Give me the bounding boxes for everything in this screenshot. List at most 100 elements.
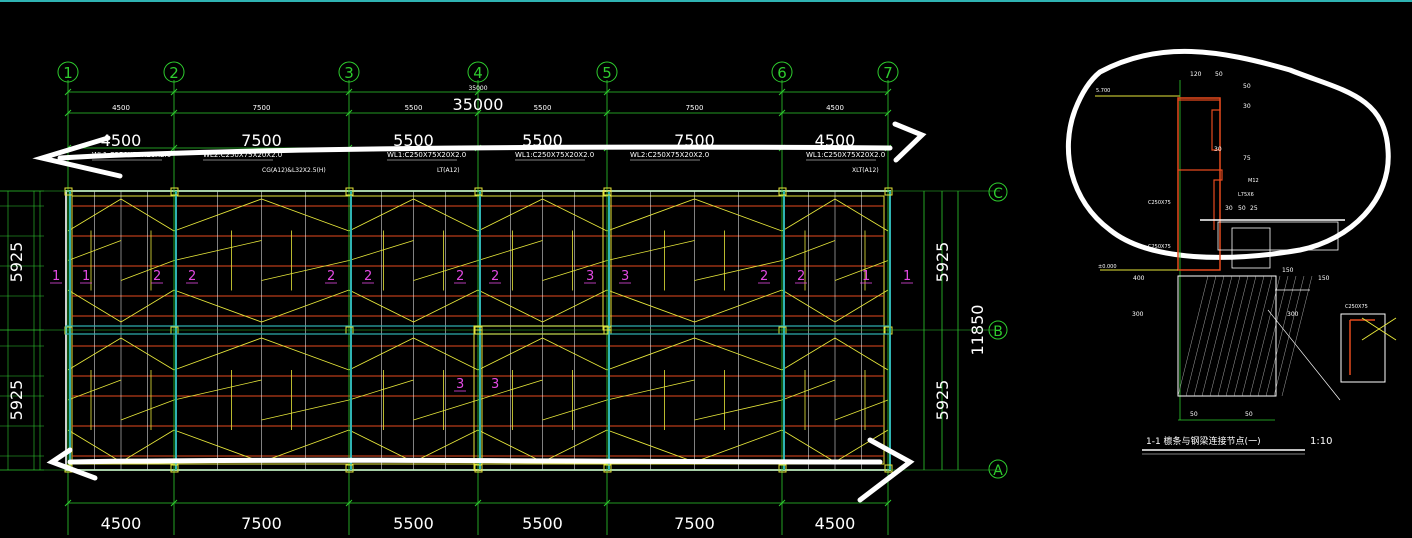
left-dim-lower: 5925 xyxy=(7,380,26,421)
brace-label-xlt: XLT(A12) xyxy=(852,167,879,174)
column-node xyxy=(884,187,893,196)
detail-dim: 50 xyxy=(1238,205,1246,212)
dim-tick xyxy=(778,499,786,507)
truss-web xyxy=(67,240,122,261)
dim-tick xyxy=(170,499,178,507)
truss-chord xyxy=(477,198,608,232)
truss-mark: 2 xyxy=(760,269,768,284)
dim-tick xyxy=(603,499,611,507)
detail-label: ±0.000 xyxy=(1098,264,1117,270)
dim-tick xyxy=(474,109,482,117)
member-label: WL1:C250X75X20X2.0 xyxy=(806,151,885,159)
axis-bubble-5 xyxy=(596,61,618,83)
span-bottom: 4500 xyxy=(101,514,142,533)
detail-dim: 120 xyxy=(1190,71,1202,78)
column-node xyxy=(778,187,787,196)
truss-web xyxy=(477,240,543,261)
truss-chord xyxy=(606,198,783,232)
span-bottom: 5500 xyxy=(522,514,563,533)
span-top: 5500 xyxy=(393,131,434,150)
truss-chord xyxy=(348,337,479,371)
column-node xyxy=(884,464,893,473)
annotation-arrows xyxy=(32,121,927,503)
truss-chord xyxy=(606,337,783,371)
top-border-line xyxy=(0,0,1412,2)
truss-web xyxy=(120,260,175,281)
truss-chord xyxy=(67,337,175,371)
axis-label-5: 5 xyxy=(602,64,612,82)
axis-label-c: C xyxy=(993,186,1003,202)
detail-dim: 75 xyxy=(1243,155,1251,162)
span-small: 5500 xyxy=(405,104,423,112)
annotation-circle xyxy=(1066,48,1391,260)
column-node xyxy=(603,464,612,473)
axis-label-6: 6 xyxy=(777,64,787,82)
detail-dim: 30 xyxy=(1214,146,1222,153)
brace-label-lt: LT(A12) xyxy=(437,167,460,174)
truss-web xyxy=(542,260,608,281)
span-small: 7500 xyxy=(686,104,704,112)
dim-tick xyxy=(345,499,353,507)
member-label: WL1:C250X75X20X2.0 xyxy=(515,151,594,159)
axis-bubble-3 xyxy=(338,61,360,83)
detail-dim: 50 xyxy=(1245,411,1253,418)
truss-mark: 1 xyxy=(862,269,870,284)
truss-mark: 2 xyxy=(797,269,805,284)
truss-mark: 2 xyxy=(153,269,161,284)
truss-web xyxy=(413,260,479,281)
detail-title: 1-1 檩条与钢梁连接节点(一) xyxy=(1146,435,1261,447)
truss-mark: 1 xyxy=(903,269,911,284)
truss-mark: 3 xyxy=(621,269,629,284)
axis-label-3: 3 xyxy=(344,64,354,82)
axis-bubble-7 xyxy=(877,61,899,83)
right-dim-lower: 5925 xyxy=(933,380,952,421)
truss-web xyxy=(413,399,479,421)
truss-chord xyxy=(67,198,175,232)
truss-web xyxy=(694,260,783,281)
column-node xyxy=(170,464,179,473)
brace-label-cg: CG(A12)&L32X2.5(H) xyxy=(262,167,326,174)
axis-label-1: 1 xyxy=(63,64,73,82)
dimension-lines xyxy=(0,88,959,507)
truss-web xyxy=(694,399,783,421)
axis-bubble-6 xyxy=(771,61,793,83)
dim-tick xyxy=(64,88,72,96)
truss-mark: 3 xyxy=(491,377,499,392)
beam-hatched-v2 xyxy=(473,329,483,471)
column-node xyxy=(345,464,354,473)
column-node xyxy=(64,187,73,196)
truss-chord xyxy=(606,289,783,323)
truss-mark: 3 xyxy=(456,377,464,392)
truss-mark: 2 xyxy=(456,269,464,284)
truss-chord xyxy=(477,289,608,323)
detail-dim: 300 xyxy=(1287,311,1299,318)
total-dim-text: 35000 xyxy=(453,95,504,114)
truss-web xyxy=(834,260,889,281)
axis-bubble-1 xyxy=(57,61,79,83)
truss-mark: 2 xyxy=(188,269,196,284)
dim-tick xyxy=(778,109,786,117)
detail-label: C250X75 xyxy=(1148,200,1171,206)
span-small: 5500 xyxy=(534,104,552,112)
dim-tick xyxy=(345,109,353,117)
member-label: WL2:C250X75X20X2.0 xyxy=(203,151,282,159)
axis-label-a: A xyxy=(993,463,1003,479)
truss-web xyxy=(120,399,175,421)
detail-dim: 50 xyxy=(1190,411,1198,418)
axis-label-4: 4 xyxy=(473,64,483,82)
truss-chord xyxy=(348,198,479,232)
span-bottom: 5500 xyxy=(393,514,434,533)
right-dim-total: 11850 xyxy=(968,305,987,356)
span-bottom: 7500 xyxy=(674,514,715,533)
dim-tick xyxy=(474,88,482,96)
axis-label-2: 2 xyxy=(169,64,179,82)
column-node xyxy=(474,187,483,196)
member-label: WL2:C250X75X20X2.0 xyxy=(630,151,709,159)
truss-chord xyxy=(173,198,350,232)
dim-tick xyxy=(170,88,178,96)
